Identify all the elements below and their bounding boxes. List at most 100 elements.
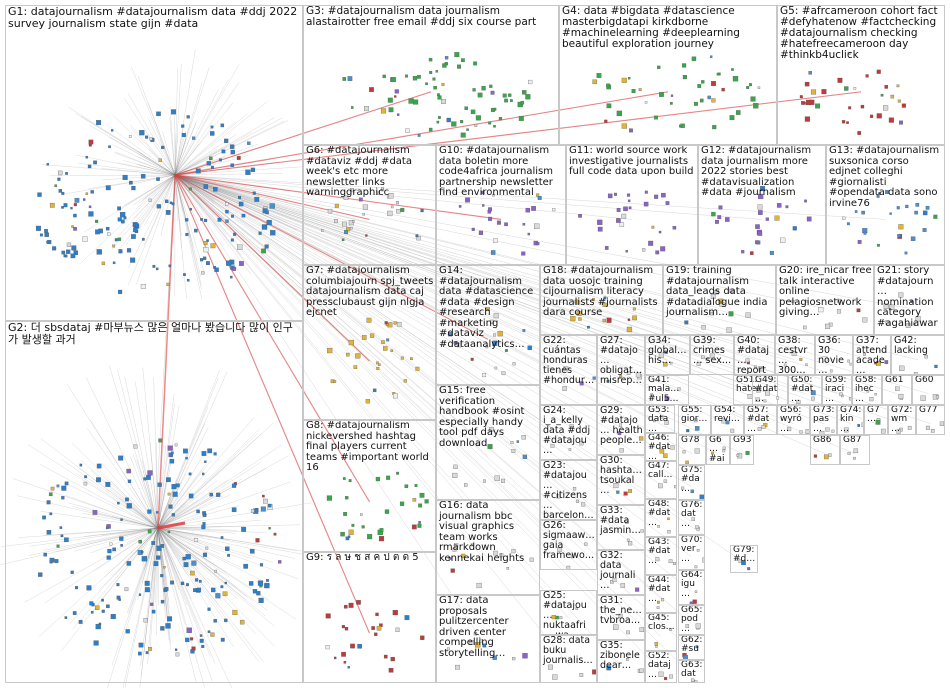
node-marker[interactable] (140, 284, 146, 289)
node-marker[interactable] (255, 538, 260, 543)
node-marker[interactable] (165, 623, 171, 629)
node-marker[interactable] (341, 238, 345, 242)
node-marker[interactable] (37, 192, 42, 197)
cluster-g39[interactable]: G39: crimes… sex… (690, 335, 734, 375)
node-marker[interactable] (216, 492, 221, 497)
node-marker[interactable] (416, 235, 421, 241)
node-marker[interactable] (691, 56, 697, 61)
node-marker[interactable] (199, 638, 204, 643)
node-marker[interactable] (494, 475, 500, 481)
node-marker[interactable] (262, 208, 268, 214)
node-marker[interactable] (112, 547, 116, 552)
node-marker[interactable] (347, 666, 350, 669)
node-marker[interactable] (346, 352, 350, 357)
node-marker[interactable] (613, 483, 619, 489)
node-marker[interactable] (61, 485, 67, 491)
node-marker[interactable] (128, 135, 132, 138)
node-marker[interactable] (232, 267, 237, 271)
node-marker[interactable] (79, 463, 83, 467)
node-marker[interactable] (186, 627, 192, 633)
node-marker[interactable] (424, 499, 429, 504)
node-marker[interactable] (376, 367, 380, 370)
node-marker[interactable] (665, 201, 670, 205)
node-marker[interactable] (452, 547, 457, 552)
node-marker[interactable] (387, 97, 393, 103)
node-marker[interactable] (61, 191, 65, 195)
node-marker[interactable] (518, 115, 524, 121)
node-marker[interactable] (684, 320, 689, 325)
node-marker[interactable] (861, 422, 864, 428)
node-marker[interactable] (230, 149, 235, 155)
node-marker[interactable] (635, 587, 640, 592)
node-marker[interactable] (350, 188, 354, 192)
node-marker[interactable] (166, 477, 171, 483)
node-marker[interactable] (642, 248, 646, 252)
node-marker[interactable] (258, 597, 264, 603)
node-marker[interactable] (464, 483, 468, 487)
node-marker[interactable] (74, 197, 80, 203)
node-marker[interactable] (602, 318, 606, 323)
node-marker[interactable] (693, 418, 698, 423)
node-marker[interactable] (56, 484, 60, 488)
node-marker[interactable] (167, 445, 173, 451)
node-marker[interactable] (367, 534, 373, 540)
node-marker[interactable] (801, 101, 805, 105)
node-marker[interactable] (170, 451, 174, 455)
node-marker[interactable] (71, 245, 77, 251)
node-marker[interactable] (716, 72, 720, 76)
node-marker[interactable] (138, 539, 142, 544)
node-marker[interactable] (881, 428, 886, 434)
node-marker[interactable] (681, 63, 687, 68)
node-marker[interactable] (668, 559, 673, 564)
node-marker[interactable] (632, 315, 637, 321)
node-marker[interactable] (884, 360, 889, 364)
node-marker[interactable] (243, 563, 249, 569)
node-marker[interactable] (606, 83, 610, 88)
node-marker[interactable] (621, 77, 627, 83)
node-marker[interactable] (846, 222, 850, 226)
node-marker[interactable] (390, 205, 394, 209)
node-marker[interactable] (441, 83, 445, 87)
node-marker[interactable] (854, 210, 858, 213)
cluster-g7[interactable]: G7: #datajournalism columbiajourn spj_tw… (303, 265, 436, 420)
node-marker[interactable] (501, 371, 506, 376)
node-marker[interactable] (563, 366, 569, 372)
node-marker[interactable] (682, 450, 686, 454)
node-marker[interactable] (606, 317, 612, 323)
node-marker[interactable] (144, 580, 150, 586)
node-marker[interactable] (122, 174, 128, 180)
node-marker[interactable] (638, 88, 642, 92)
node-marker[interactable] (226, 260, 232, 266)
node-marker[interactable] (183, 562, 189, 568)
node-marker[interactable] (365, 399, 370, 404)
node-marker[interactable] (238, 196, 242, 200)
node-marker[interactable] (141, 556, 148, 562)
node-marker[interactable] (388, 107, 394, 113)
node-marker[interactable] (658, 483, 663, 489)
node-marker[interactable] (194, 578, 199, 582)
node-marker[interactable] (436, 120, 440, 124)
node-marker[interactable] (190, 649, 195, 654)
node-marker[interactable] (239, 261, 244, 266)
cluster-g78[interactable]: G78 (678, 435, 706, 465)
node-marker[interactable] (536, 193, 540, 197)
node-marker[interactable] (516, 440, 520, 443)
cluster-g34[interactable]: G34: global… his… (645, 335, 690, 375)
node-marker[interactable] (95, 219, 99, 223)
node-marker[interactable] (667, 530, 671, 534)
node-marker[interactable] (213, 619, 217, 623)
node-marker[interactable] (683, 655, 688, 660)
node-marker[interactable] (345, 536, 350, 541)
node-marker[interactable] (876, 69, 881, 74)
node-marker[interactable] (199, 634, 203, 637)
node-marker[interactable] (913, 322, 916, 326)
cluster-g7x[interactable]: G7… (864, 405, 888, 435)
node-marker[interactable] (791, 299, 795, 303)
node-marker[interactable] (658, 352, 664, 358)
node-marker[interactable] (183, 448, 188, 454)
node-marker[interactable] (160, 599, 165, 604)
node-marker[interactable] (527, 345, 532, 351)
node-marker[interactable] (853, 448, 859, 454)
cluster-g30[interactable]: G30: hashta… tsoukal… (597, 455, 645, 505)
cluster-g65[interactable]: G65: pod… (678, 605, 705, 635)
